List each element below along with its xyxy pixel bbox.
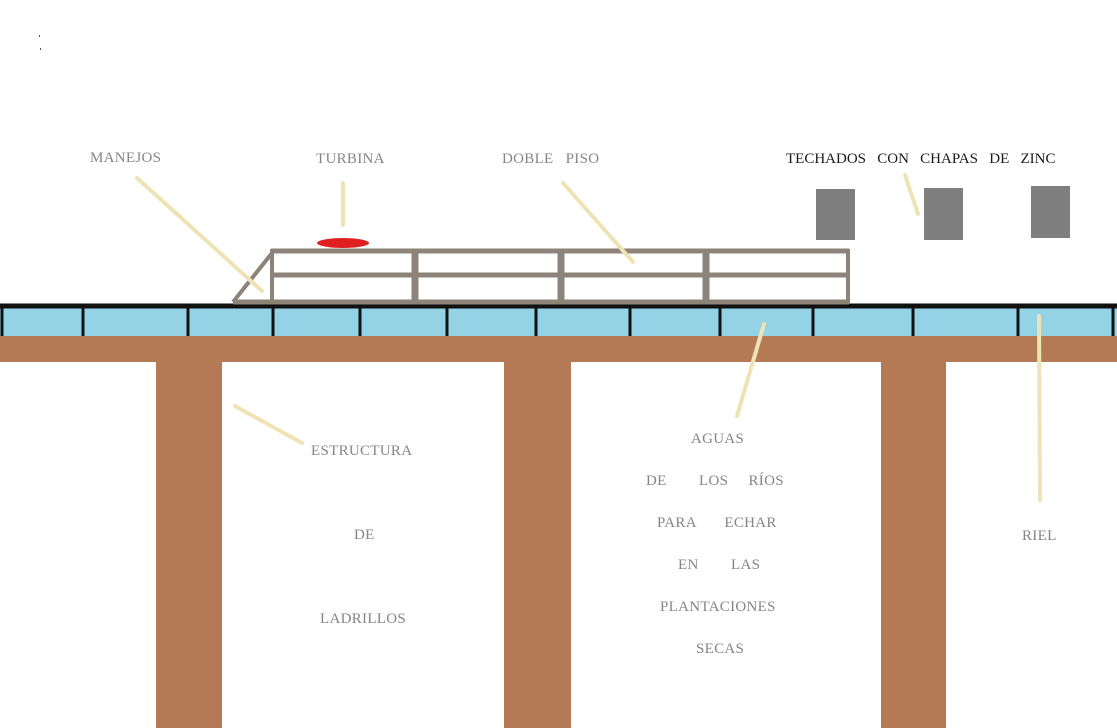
label-estructura-line-3: LADRILLOS: [320, 611, 407, 627]
label-estructura-line-2: DE: [354, 527, 375, 543]
zinc-roof-panel: [816, 189, 855, 240]
label-aguas-line-6: SECAS: [696, 641, 745, 657]
stray-mark: [40, 48, 41, 50]
water-channel: [0, 306, 1117, 336]
stray-mark: [39, 35, 40, 37]
double-deck-frame: [231, 248, 850, 305]
leader-line-estructura: [233, 404, 304, 445]
label-doble-piso: DOBLE PISO: [502, 151, 600, 167]
rail: [0, 303, 1117, 336]
brick-beam: [0, 334, 1117, 362]
label-aguas-line-5: PLANTACIONES: [660, 599, 776, 615]
label-aguas-line-1: AGUAS: [691, 431, 745, 447]
label-manejos: MANEJOS: [90, 150, 162, 166]
turbine-shape: [317, 238, 369, 248]
leader-line-doble-piso: [561, 181, 635, 264]
label-turbina: TURBINA: [316, 151, 385, 167]
label-aguas-line-2: DE LOS RÍOS: [646, 473, 784, 489]
label-aguas-line-3: PARA ECHAR: [657, 515, 777, 531]
brick-pillar: [504, 360, 571, 728]
zinc-roof-panel: [924, 188, 963, 240]
leader-line-manejos: [135, 176, 264, 293]
zinc-roof-panel: [1031, 186, 1070, 238]
leader-lines: [135, 173, 1042, 502]
brick-pillar: [156, 360, 222, 728]
label-estructura-line-1: ESTRUCTURA: [311, 443, 413, 459]
label-aguas-line-4: EN LAS: [678, 557, 761, 573]
brick-pillar: [881, 360, 946, 728]
label-riel: RIEL: [1022, 528, 1057, 544]
label-techados: TECHADOS CON CHAPAS DE ZINC: [786, 151, 1056, 167]
leader-line-riel: [1037, 314, 1042, 502]
leader-line-aguas: [735, 322, 766, 418]
leader-line-techados: [903, 173, 920, 216]
